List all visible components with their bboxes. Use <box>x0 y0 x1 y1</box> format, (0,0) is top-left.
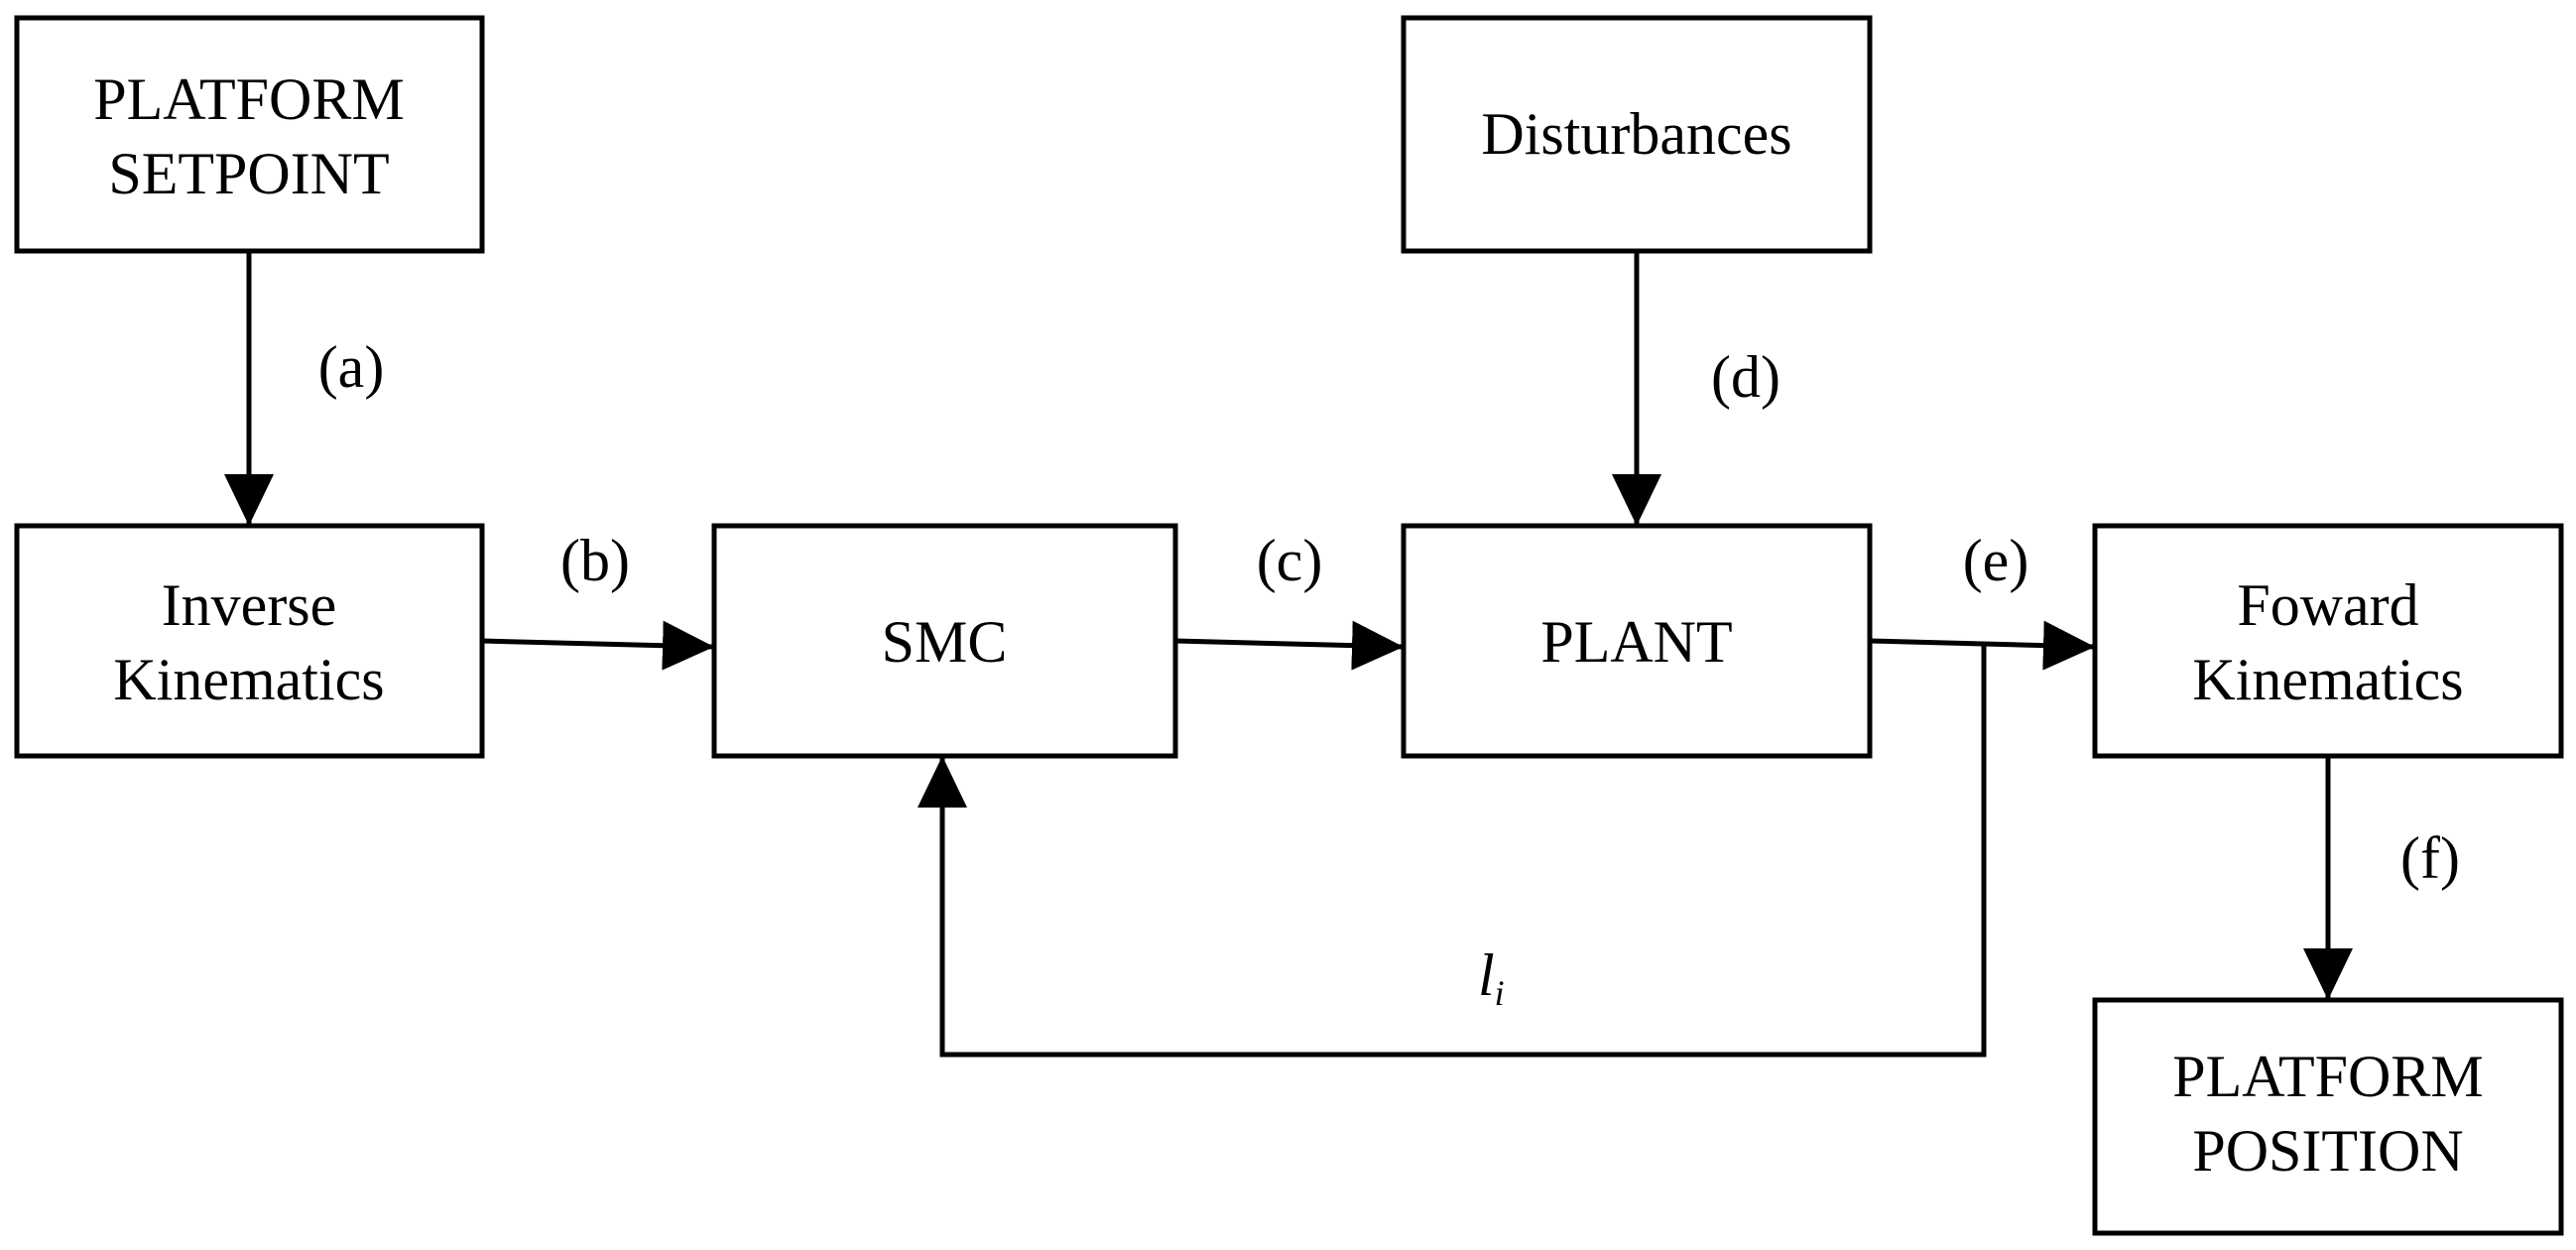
edge-label-b: (b) <box>560 528 630 593</box>
position-line-1: PLATFORM <box>2172 1044 2483 1109</box>
arrow-smc-to-plant <box>1174 620 1405 671</box>
block-forward-kinematics: Foward Kinematics <box>2092 523 2564 759</box>
arrow-inverse-to-smc <box>481 620 715 671</box>
edge-label-a: (a) <box>318 334 385 400</box>
block-inverse-kinematics: Inverse Kinematics <box>14 523 485 759</box>
feedback-label-subscript: i <box>1495 973 1505 1013</box>
edge-label-d: (d) <box>1711 344 1780 410</box>
block-platform-position: PLATFORM POSITION <box>2092 997 2564 1236</box>
edge-label-c: (c) <box>1257 528 1323 593</box>
plant-label: PLANT <box>1540 609 1732 675</box>
edge-label-f: (f) <box>2400 825 2460 891</box>
inverse-kinematics-line-2: Kinematics <box>113 647 384 712</box>
block-plant: PLANT <box>1401 523 1873 759</box>
disturbances-label: Disturbances <box>1481 101 1791 167</box>
forward-kinematics-line-2: Kinematics <box>2192 647 2463 712</box>
block-disturbances: Disturbances <box>1401 15 1873 254</box>
feedback-label: li <box>1478 942 1505 1013</box>
feedback-line <box>918 643 1987 1058</box>
position-line-2: POSITION <box>2192 1118 2463 1184</box>
block-smc: SMC <box>711 523 1178 759</box>
inverse-kinematics-line-1: Inverse <box>162 572 337 638</box>
block-platform-setpoint: PLATFORM SETPOINT <box>14 15 485 254</box>
setpoint-line-2: SETPOINT <box>108 141 389 206</box>
forward-kinematics-line-1: Foward <box>2237 572 2418 638</box>
feedback-label-base: l <box>1478 942 1495 1008</box>
setpoint-line-1: PLATFORM <box>93 66 404 132</box>
smc-label: SMC <box>882 609 1008 675</box>
edge-label-e: (e) <box>1963 528 2029 593</box>
